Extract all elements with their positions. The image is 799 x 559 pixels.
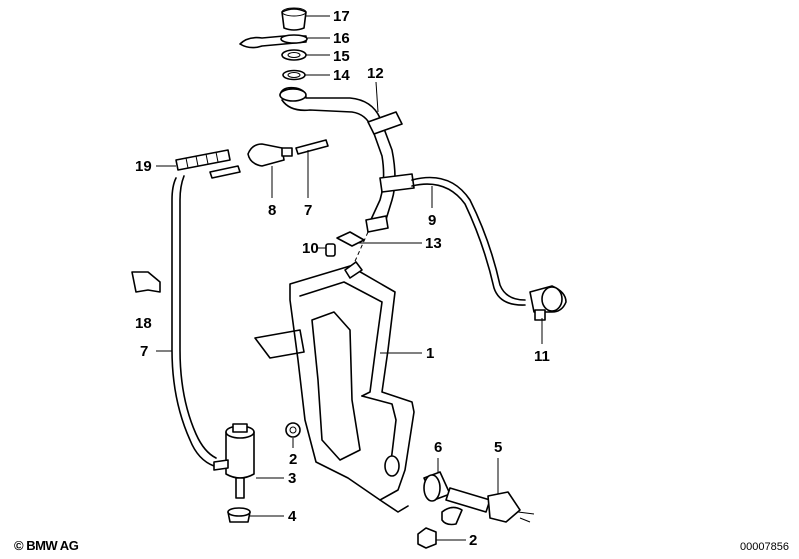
part-2-nut (417, 527, 437, 549)
callout-7-tube: 7 (304, 202, 312, 219)
callout-12: 12 (367, 65, 384, 82)
part-13-clip (336, 231, 365, 247)
part-14-ring (282, 69, 306, 81)
part-9-hose (411, 176, 526, 306)
callout-19: 19 (135, 158, 152, 175)
callout-17: 17 (333, 8, 350, 25)
callout-7-hose: 7 (140, 343, 148, 360)
callout-16: 16 (333, 30, 350, 47)
callout-11: 11 (534, 348, 550, 365)
callout-14: 14 (333, 67, 350, 84)
callout-6: 6 (434, 439, 442, 456)
callout-9: 9 (428, 212, 436, 229)
document-number: 00007856 (740, 541, 789, 553)
part-5-level-sensor (441, 487, 535, 526)
part-10-connector (325, 243, 336, 257)
callout-13: 13 (425, 235, 442, 252)
part-17-filler-cap (281, 7, 307, 31)
callout-2-upper: 2 (289, 451, 297, 468)
part-7-short-tube (295, 139, 329, 155)
callout-2-lower: 2 (469, 532, 477, 549)
copyright-text: © BMW AG (14, 538, 79, 553)
callout-3: 3 (288, 470, 296, 487)
callout-15: 15 (333, 48, 350, 65)
callout-1: 1 (426, 345, 434, 362)
part-18-hose-clip (131, 271, 161, 293)
callout-5: 5 (494, 439, 502, 456)
leader-lines (156, 15, 543, 541)
callout-10: 10 (302, 240, 319, 257)
part-8-check-valve (247, 143, 293, 167)
part-1-washer-reservoir (254, 261, 415, 513)
callout-18: 18 (135, 315, 152, 332)
tube-segment (209, 165, 241, 179)
callout-8: 8 (268, 202, 276, 219)
part-6-seal (423, 471, 451, 502)
part-15-seal-ring (281, 49, 307, 61)
part-12-filler-neck-hose (279, 86, 415, 233)
part-7-hose (171, 175, 217, 467)
callout-4: 4 (288, 508, 297, 525)
part-2-grommet (285, 422, 301, 438)
part-4-grommet (227, 507, 251, 523)
part-3-washer-pump (213, 423, 255, 499)
part-11-nozzle-connector (529, 285, 567, 321)
part-16-cap-strap (239, 34, 308, 49)
part-19-hose-sleeve (175, 149, 231, 171)
